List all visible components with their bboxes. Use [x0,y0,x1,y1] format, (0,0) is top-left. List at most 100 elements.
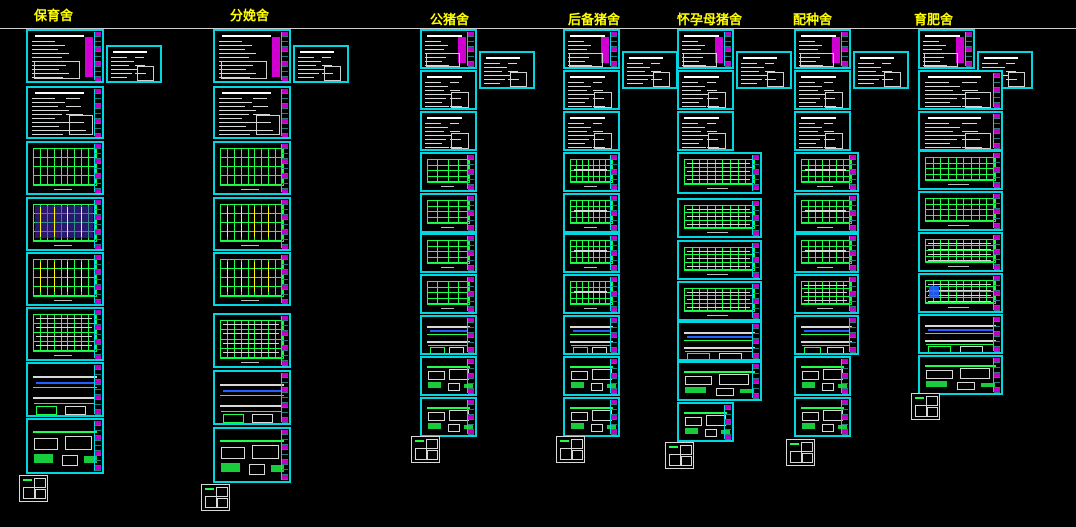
drawing-sheet-huaiyun-2[interactable] [736,51,792,89]
drawing-sheet-gongzhu-10[interactable] [420,356,477,396]
title-block [610,400,617,435]
drawing-sheet-gongzhu-1[interactable] [420,29,477,69]
title-block-cell [994,393,1000,395]
grid-axis-h [801,175,850,177]
drawing-sheet-huaiyun-4[interactable] [677,111,734,151]
text-line [253,122,272,123]
legend-block-baoyu[interactable] [19,475,48,502]
drawing-sheet-yufei-1[interactable] [918,29,975,69]
title-block [281,200,288,249]
drawing-sheet-fenmian-7[interactable] [213,313,291,368]
drawing-sheet-huaiyun-11[interactable] [677,402,734,442]
drawing-sheet-gongzhu-2[interactable] [479,51,535,89]
drawing-sheet-peizhong-9[interactable] [794,315,859,355]
drawing-sheet-fenmian-1[interactable] [213,29,291,83]
text-line [962,98,980,99]
drawing-sheet-houbei-3[interactable] [563,70,620,110]
drawing-sheet-fenmian-2[interactable] [293,45,349,83]
drawing-sheet-huaiyun-7[interactable] [677,240,762,280]
drawing-sheet-peizhong-8[interactable] [794,274,859,314]
drawing-sheet-houbei-1[interactable] [563,29,620,69]
drawing-sheet-houbei-5[interactable] [563,152,620,192]
drawing-sheet-houbei-4[interactable] [563,111,620,151]
text-line [425,143,442,144]
text-line [508,63,518,64]
title-block-cell [611,415,617,420]
drawing-sheet-yufei-4[interactable] [918,111,1003,151]
drawing-sheet-yufei-8[interactable] [918,273,1003,313]
drawing-sheet-peizhong-7[interactable] [794,233,859,273]
legend-block-houbei[interactable] [556,436,585,463]
title-block-cell [611,266,617,271]
legend-block-yufei[interactable] [911,393,940,420]
drawing-sheet-houbei-9[interactable] [563,315,620,355]
drawing-sheet-baoyu-5[interactable] [26,197,104,251]
text-line [799,147,824,148]
drawing-sheet-gongzhu-11[interactable] [420,397,477,437]
drawing-sheet-huaiyun-10[interactable] [677,361,762,401]
drawing-sheet-yufei-10[interactable] [918,355,1003,395]
drawing-sheet-houbei-7[interactable] [563,233,620,273]
drawing-sheet-houbei-8[interactable] [563,274,620,314]
drawing-sheet-baoyu-6[interactable] [26,252,104,306]
legend-block-fenmian[interactable] [201,484,230,511]
legend-block-huaiyun[interactable] [665,442,694,469]
drawing-sheet-fenmian-8[interactable] [213,370,291,425]
drawing-sheet-baoyu-8[interactable] [26,362,104,417]
drawing-sheet-baoyu-4[interactable] [26,141,104,195]
drawing-sheet-gongzhu-6[interactable] [420,193,477,233]
legend-block-peizhong[interactable] [786,439,815,466]
title-block-cell [95,52,101,57]
drawing-sheet-fenmian-5[interactable] [213,197,291,251]
drawing-sheet-houbei-2[interactable] [622,51,678,89]
drawing-sheet-huaiyun-5[interactable] [677,152,762,194]
drawing-sheet-peizhong-11[interactable] [794,397,851,437]
drawing-sheet-baoyu-9[interactable] [26,418,104,474]
drawing-sheet-huaiyun-8[interactable] [677,281,762,321]
drawing-sheet-fenmian-4[interactable] [213,141,291,195]
drawing-sheet-gongzhu-4[interactable] [420,111,477,151]
roof-line [801,325,852,328]
drawing-sheet-yufei-6[interactable] [918,191,1003,231]
title-block-cell [850,226,856,231]
legend-block-gongzhu[interactable] [411,436,440,463]
drawing-sheet-baoyu-2[interactable] [106,45,162,83]
drawing-sheet-peizhong-10[interactable] [794,356,851,396]
title-block-cell [95,275,101,280]
drawing-sheet-yufei-7[interactable] [918,232,1003,272]
drawing-sheet-gongzhu-3[interactable] [420,70,477,110]
drawing-sheet-huaiyun-9[interactable] [677,321,762,361]
drawing-sheet-huaiyun-1[interactable] [677,29,734,69]
drawing-sheet-peizhong-3[interactable] [794,70,851,110]
drawing-sheet-yufei-3[interactable] [918,70,1003,110]
drawing-sheet-houbei-10[interactable] [563,356,620,396]
drawing-sheet-huaiyun-3[interactable] [677,70,734,110]
detail-box [928,346,952,352]
drawing-sheet-houbei-11[interactable] [563,397,620,437]
drawing-sheet-peizhong-5[interactable] [794,152,859,192]
drawing-sheet-baoyu-3[interactable] [26,86,104,139]
drawing-sheet-yufei-9[interactable] [918,314,1003,354]
drawing-sheet-gongzhu-5[interactable] [420,152,477,192]
drawing-sheet-peizhong-4[interactable] [794,111,851,151]
drawing-sheet-gongzhu-7[interactable] [420,233,477,273]
table-box [708,92,727,108]
grid-axis-h [684,205,753,206]
drawing-sheet-baoyu-7[interactable] [26,307,104,361]
drawing-sheet-gongzhu-8[interactable] [420,274,477,314]
title-block-cell [725,440,731,442]
drawing-sheet-gongzhu-9[interactable] [420,315,477,355]
drawing-sheet-peizhong-1[interactable] [794,29,851,69]
drawing-sheet-huaiyun-6[interactable] [677,198,762,238]
text-line [924,143,950,144]
drawing-sheet-fenmian-6[interactable] [213,252,291,306]
drawing-sheet-peizhong-6[interactable] [794,193,859,233]
drawing-sheet-houbei-6[interactable] [563,193,620,233]
drawing-sheet-fenmian-3[interactable] [213,86,291,139]
drawing-sheet-fenmian-9[interactable] [213,427,291,483]
drawing-sheet-baoyu-1[interactable] [26,29,104,83]
drawing-sheet-yufei-5[interactable] [918,150,1003,190]
drawing-sheet-peizhong-2[interactable] [853,51,909,89]
sheet-heading [222,92,271,94]
